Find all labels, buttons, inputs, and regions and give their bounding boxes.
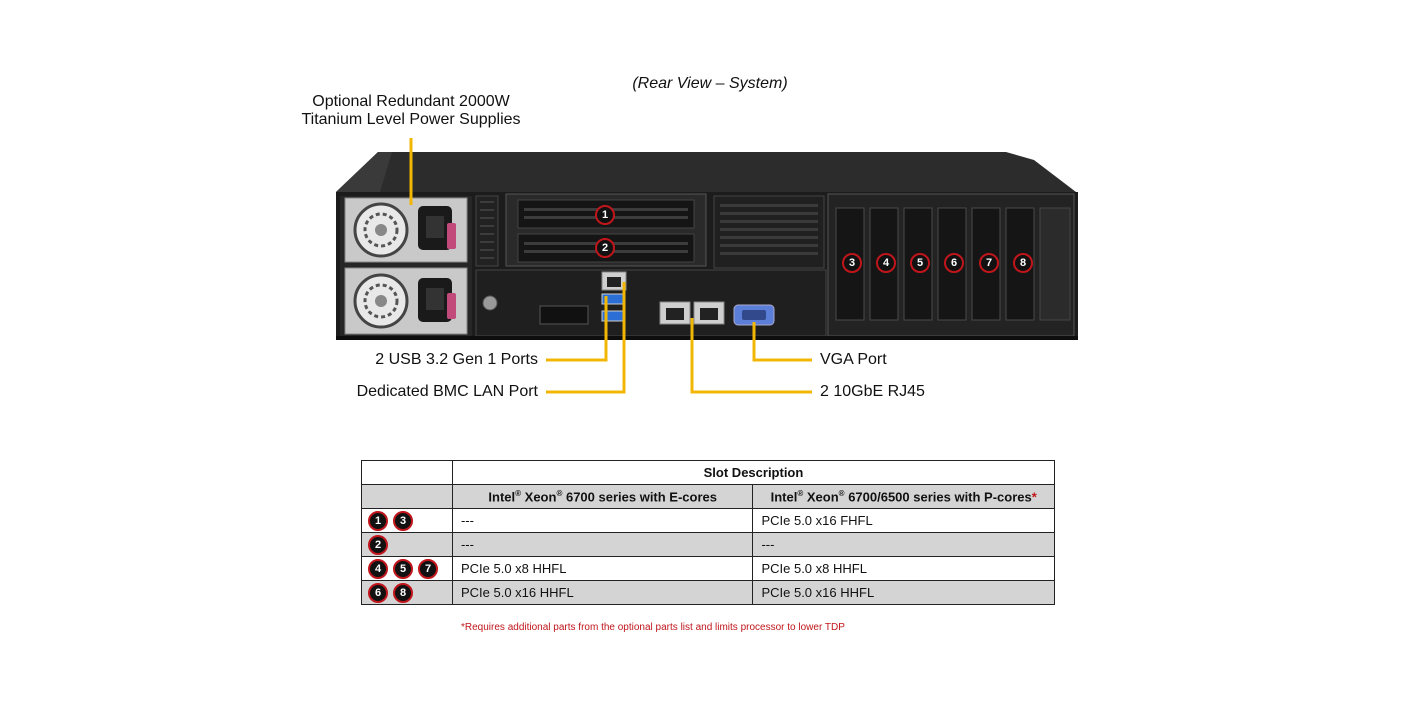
slot-badge-6: 6 — [944, 253, 964, 273]
slot-badge: 6 — [368, 582, 388, 603]
slot-badge-3: 3 — [842, 253, 862, 273]
view-caption: (Rear View – System) — [632, 75, 788, 92]
usb-ports-label: 2 USB 3.2 Gen 1 Ports — [375, 351, 538, 368]
vga-port-label: VGA Port — [820, 351, 887, 368]
table-row: 4 5 7 PCIe 5.0 x8 HHFL PCIe 5.0 x8 HHFL — [361, 556, 1055, 581]
slot-badge-1: 1 — [595, 205, 615, 225]
slot-badge: 7 — [418, 558, 438, 579]
table-corner-cell — [361, 460, 453, 485]
footnote: *Requires additional parts from the opti… — [461, 622, 845, 633]
slot-badge-8: 8 — [1013, 253, 1033, 273]
slot-description-table: Slot Description Intel® Xeon® 6700 serie… — [361, 460, 1056, 605]
pcore-cell: --- — [752, 532, 1055, 557]
slot-badge: 8 — [393, 582, 413, 603]
pcore-cell: PCIe 5.0 x16 HHFL — [752, 580, 1055, 605]
slot-badge-7: 7 — [979, 253, 999, 273]
slot-badge: 3 — [393, 510, 413, 531]
table-row: 6 8 PCIe 5.0 x16 HHFL PCIe 5.0 x16 HHFL — [361, 580, 1055, 605]
slot-badge: 5 — [393, 558, 413, 579]
table-title: Slot Description — [451, 460, 1056, 485]
table-row: 2 --- --- — [361, 532, 1055, 557]
ecore-cell: --- — [451, 532, 754, 557]
psu-label: Optional Redundant 2000W Titanium Level … — [300, 93, 522, 129]
slot-badge: 1 — [368, 510, 388, 531]
pcore-cell: PCIe 5.0 x16 FHFL — [752, 508, 1055, 533]
psu-label-line1: Optional Redundant 2000W — [312, 93, 510, 110]
col-header-ecores: Intel® Xeon® 6700 series with E-cores — [451, 484, 754, 509]
slot-badge-2: 2 — [595, 238, 615, 258]
ecore-cell: --- — [451, 508, 754, 533]
slot-badge: 2 — [368, 534, 388, 555]
slot-badge-5: 5 — [910, 253, 930, 273]
col-header-pcores: Intel® Xeon® 6700/6500 series with P-cor… — [752, 484, 1055, 509]
table-row: 1 3 --- PCIe 5.0 x16 FHFL — [361, 508, 1055, 533]
ecore-cell: PCIe 5.0 x8 HHFL — [451, 556, 754, 581]
psu-label-line2: Titanium Level Power Supplies — [301, 111, 521, 128]
rj45-ports-label: 2 10GbE RJ45 — [820, 383, 925, 400]
slot-badge: 4 — [368, 558, 388, 579]
slot-badge-4: 4 — [876, 253, 896, 273]
ecore-cell: PCIe 5.0 x16 HHFL — [451, 580, 754, 605]
pcore-cell: PCIe 5.0 x8 HHFL — [752, 556, 1055, 581]
bmc-lan-port-label: Dedicated BMC LAN Port — [356, 383, 538, 400]
